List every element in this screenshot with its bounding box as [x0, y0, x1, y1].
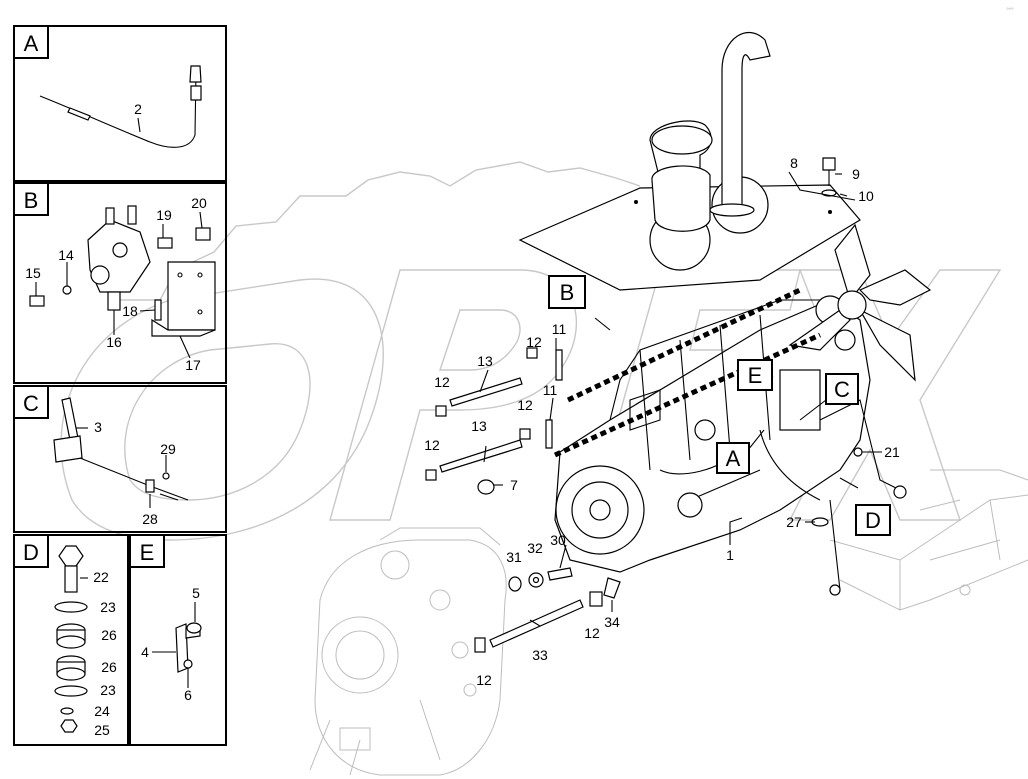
part-label-26-b: 26	[101, 659, 117, 675]
ghost-frame-bracket	[829, 469, 1028, 611]
part-label-12-e: 12	[584, 625, 600, 641]
clip-bracket-part-4	[175, 622, 202, 673]
part-label-4: 4	[141, 644, 149, 660]
exhaust-pipe	[709, 31, 771, 217]
main-leader-lines	[479, 171, 882, 627]
part-label-12-c: 12	[517, 397, 533, 413]
dashed-fuel-lines	[553, 287, 822, 458]
part-label-32: 32	[527, 540, 543, 556]
part-label-23-b: 23	[100, 682, 116, 698]
throttle-lever-part-3	[53, 397, 189, 501]
part-label-15: 15	[25, 265, 41, 281]
panel-letter-b: B	[24, 188, 39, 213]
callout-box-c: C	[825, 373, 859, 405]
part-label-19: 19	[156, 207, 172, 223]
ghost-transmission	[309, 527, 507, 776]
callout-letter-c: C	[834, 377, 850, 402]
valve-assembly	[87, 205, 151, 311]
part-label-17: 17	[185, 357, 201, 373]
callout-letter-e: E	[748, 363, 763, 388]
part-label-31: 31	[506, 549, 522, 565]
detail-panel-b: B 15 14 19 20 18 16	[13, 182, 227, 384]
detail-panel-e: E 5 4 6	[129, 534, 227, 746]
part-label-20: 20	[191, 195, 207, 211]
part-label-5: 5	[192, 585, 200, 601]
part-label-28: 28	[142, 511, 158, 527]
part-label-9: 9	[852, 166, 860, 182]
air-cleaner	[649, 120, 713, 232]
part-label-2: 2	[134, 101, 142, 117]
part-label-27: 27	[786, 514, 802, 530]
panel-letter-e: E	[140, 540, 155, 565]
part-label-26-a: 26	[101, 627, 117, 643]
part-label-1: 1	[726, 547, 734, 563]
part-label-10: 10	[858, 188, 874, 204]
callout-box-b: B	[548, 275, 586, 309]
mount-stack	[54, 545, 88, 733]
detail-panel-a: A 2	[13, 25, 227, 182]
callout-box-a: A	[716, 442, 750, 474]
part-label-24: 24	[94, 703, 110, 719]
callout-letter-b: B	[560, 280, 575, 305]
part-label-34: 34	[604, 614, 620, 630]
part-label-16: 16	[106, 334, 122, 350]
part-label-8: 8	[790, 155, 798, 171]
callout-box-d: D	[855, 504, 891, 536]
part-label-13-a: 13	[477, 353, 493, 369]
bracket-part-17	[151, 261, 216, 337]
panel-letter-a: A	[24, 31, 39, 56]
main-part-labels: 1 7 8 9 10 11 11 12 12 12 12 12 12 13 13…	[424, 155, 900, 688]
part-label-12-d: 12	[424, 437, 440, 453]
panel-letter-c: C	[23, 391, 39, 416]
part-label-33: 33	[532, 647, 548, 663]
part-label-21: 21	[884, 444, 900, 460]
part-label-6: 6	[184, 687, 192, 703]
callout-letter-d: D	[865, 508, 881, 533]
part-label-12-b: 12	[434, 374, 450, 390]
callout-box-e: E	[737, 359, 773, 391]
part-label-22: 22	[93, 569, 109, 585]
part-label-30: 30	[550, 532, 566, 548]
panel-letter-d: D	[23, 540, 39, 565]
part-label-7: 7	[510, 477, 518, 493]
part-label-29: 29	[160, 441, 176, 457]
part-label-13-b: 13	[471, 418, 487, 434]
part-label-25: 25	[94, 722, 110, 738]
part-label-14: 14	[58, 247, 74, 263]
part-label-12-f: 12	[476, 672, 492, 688]
detail-panel-c: C 3 29 28	[13, 385, 227, 533]
cable-part-2	[39, 65, 202, 148]
part-label-23-a: 23	[100, 599, 116, 615]
part-label-12-a: 12	[526, 334, 542, 350]
part-label-18: 18	[122, 303, 138, 319]
detail-panel-d: D 22 23 26 26 23 24 25	[13, 534, 129, 746]
part-label-3: 3	[94, 419, 102, 435]
part-label-11-b: 11	[543, 382, 558, 398]
callout-letter-a: A	[726, 446, 741, 471]
part-label-11-a: 11	[552, 321, 567, 337]
corner-mark: °°°	[1006, 8, 1014, 14]
